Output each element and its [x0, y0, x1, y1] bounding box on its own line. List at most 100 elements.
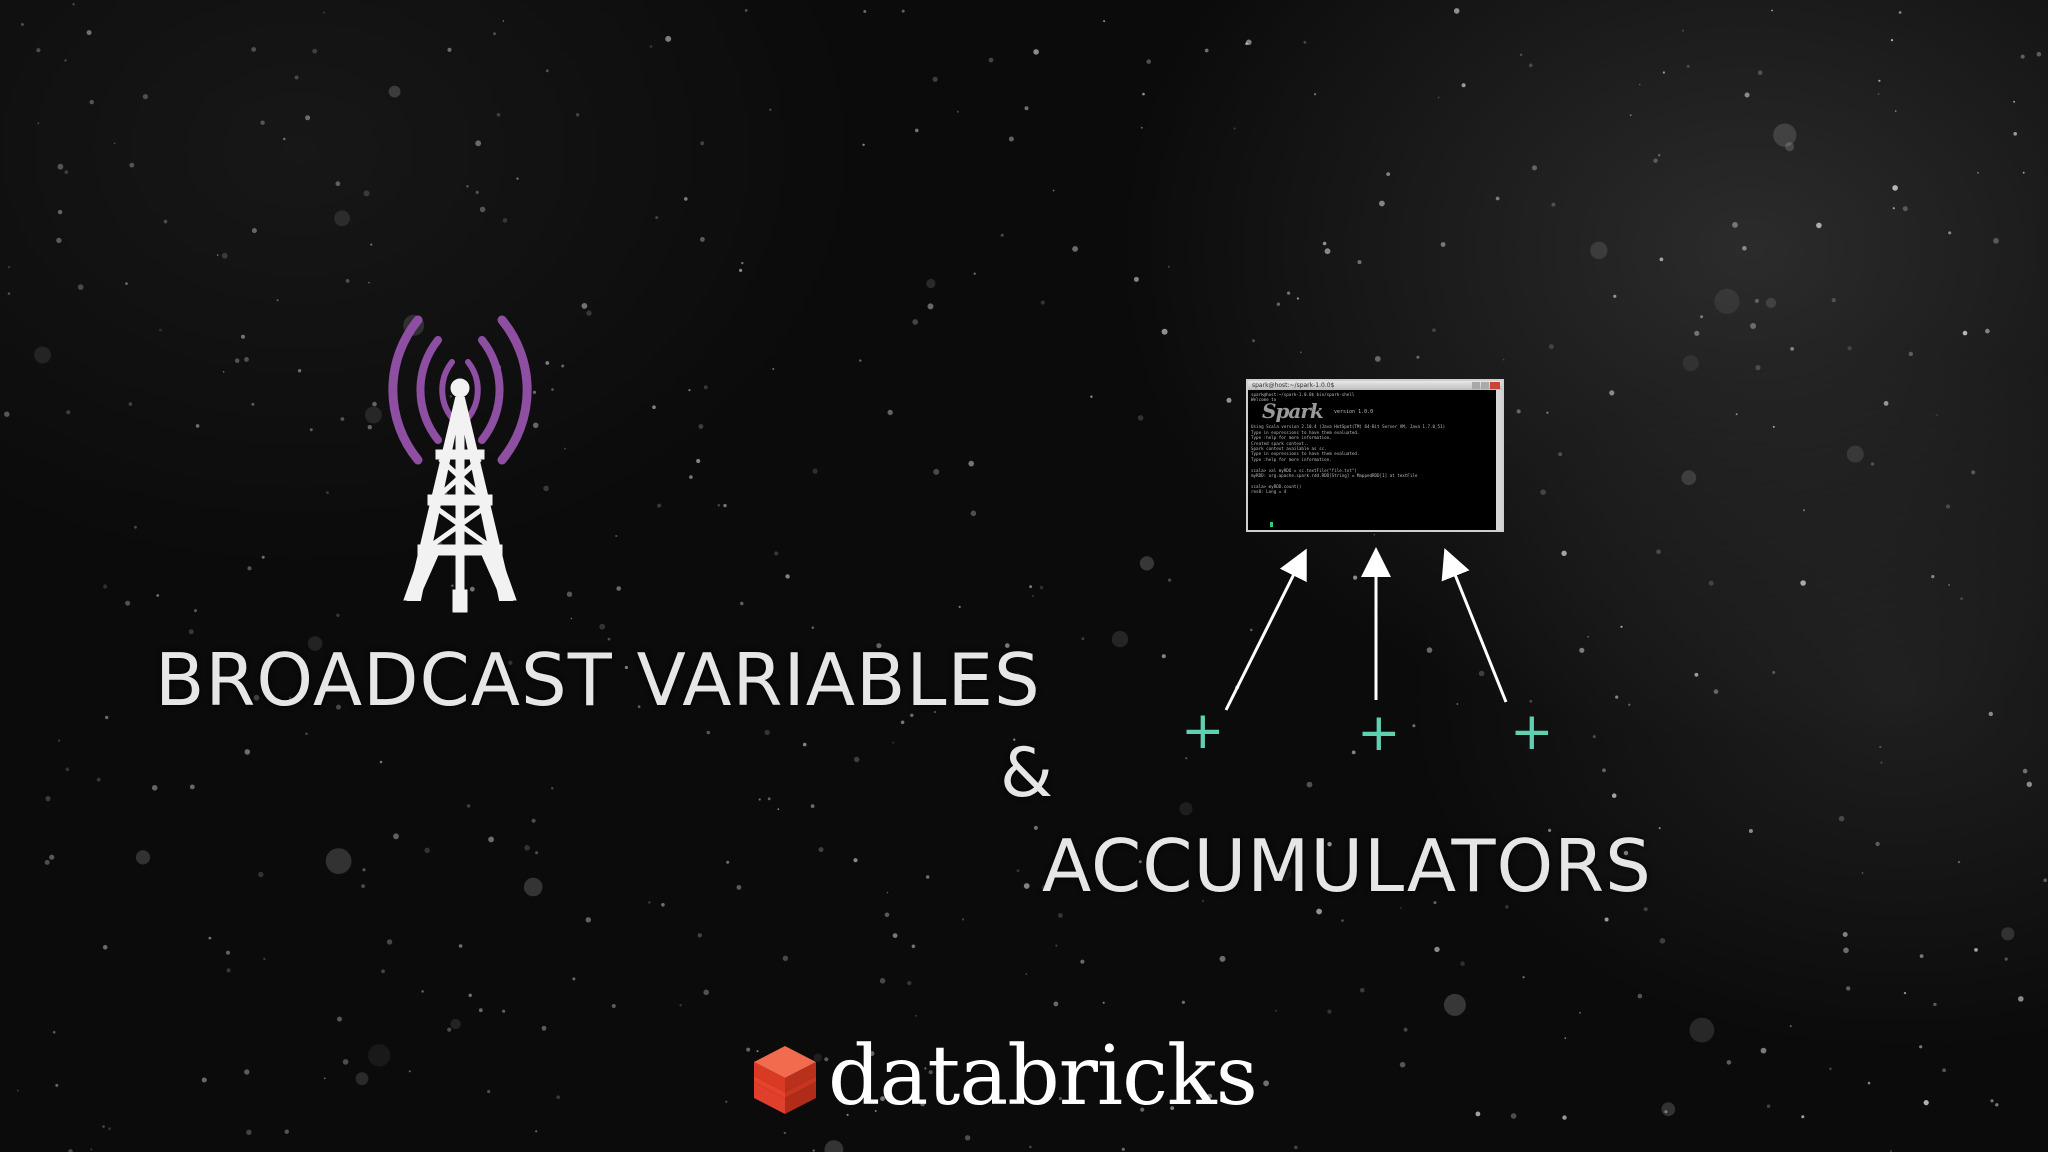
- dust-speckle: [1755, 365, 1761, 371]
- dust-speckle: [1443, 993, 1466, 1016]
- dust-speckle: [370, 243, 373, 246]
- dust-speckle: [531, 818, 536, 823]
- dust-speckle: [1662, 71, 1665, 74]
- dust-speckle: [1140, 126, 1143, 129]
- dust-speckle: [1032, 685, 1037, 690]
- dust-speckle: [1682, 29, 1684, 32]
- dust-speckle: [57, 209, 63, 215]
- dust-speckle: [234, 358, 240, 364]
- dust-speckle: [545, 69, 549, 73]
- dust-speckle: [1898, 11, 1902, 14]
- dust-speckle: [535, 851, 539, 855]
- dust-speckle: [284, 1129, 289, 1134]
- dust-speckle: [901, 9, 905, 13]
- dust-speckle: [698, 424, 704, 429]
- dust-speckle: [1303, 40, 1307, 44]
- dust-speckle: [1080, 959, 1085, 964]
- dust-speckle: [355, 1072, 369, 1086]
- dust-speckle: [1604, 917, 1609, 922]
- dust-speckle: [915, 1014, 918, 1017]
- dust-speckle: [1742, 246, 1747, 251]
- dust-speckle: [862, 143, 865, 146]
- dust-speckle: [113, 142, 116, 145]
- dust-speckle: [1890, 39, 1894, 42]
- dust-speckle: [934, 711, 936, 713]
- dust-speckle: [1111, 630, 1129, 648]
- dust-speckle: [312, 48, 318, 54]
- dust-speckle: [777, 808, 780, 811]
- dust-speckle: [811, 626, 814, 629]
- dust-speckle: [451, 584, 454, 587]
- dust-speckle: [1138, 860, 1142, 864]
- dust-speckle: [684, 197, 688, 201]
- dust-speckle: [2036, 51, 2042, 57]
- dust-speckle: [767, 797, 771, 801]
- dust-speckle: [1505, 905, 1509, 909]
- dust-speckle: [1316, 908, 1322, 915]
- dust-speckle: [1440, 242, 1446, 247]
- dust-speckle: [1081, 637, 1085, 641]
- dust-speckle: [1772, 425, 1775, 428]
- dust-speckle: [1327, 842, 1332, 847]
- dust-speckle: [475, 140, 482, 147]
- dust-speckle: [661, 903, 665, 907]
- dust-speckle: [1133, 276, 1139, 282]
- dust-speckle: [479, 206, 486, 213]
- dust-speckle: [1773, 123, 1797, 147]
- dust-speckle: [566, 591, 573, 597]
- dust-speckle: [1551, 202, 1556, 207]
- dust-speckle: [128, 402, 133, 406]
- dust-speckle: [717, 503, 721, 507]
- dust-speckle: [924, 1067, 927, 1070]
- dust-speckle: [1948, 231, 1952, 235]
- dust-speckle: [1579, 647, 1585, 653]
- dust-speckle: [226, 968, 231, 973]
- dust-speckle: [535, 1130, 538, 1133]
- dust-speckle: [163, 219, 168, 224]
- dust-speckle: [44, 859, 50, 865]
- dust-speckle: [1988, 711, 1994, 717]
- dust-speckle: [910, 713, 914, 717]
- dust-speckle: [1548, 344, 1554, 350]
- dust-speckle: [1659, 257, 1664, 262]
- dust-speckle: [388, 85, 401, 98]
- dust-speckle: [189, 784, 195, 790]
- dust-speckle: [1661, 1102, 1676, 1117]
- dust-speckle: [336, 704, 341, 710]
- dust-speckle: [782, 955, 789, 961]
- dust-speckle: [1353, 575, 1358, 580]
- dust-speckle: [679, 1003, 682, 1007]
- dust-speckle: [561, 364, 565, 368]
- dust-speckle: [1272, 863, 1292, 883]
- dust-speckle: [1592, 735, 1596, 739]
- dust-speckle: [886, 891, 889, 894]
- dust-speckle: [1933, 1002, 1937, 1007]
- terminal-window-icon: spark@host:~/spark-1.0.0$ spark@host:~/s…: [1246, 379, 1504, 532]
- dust-speckle: [367, 425, 372, 430]
- dust-speckle: [1623, 850, 1629, 856]
- dust-speckle: [892, 933, 898, 938]
- dust-speckle: [447, 47, 452, 52]
- dust-speckle: [1785, 142, 1795, 152]
- dust-speckle: [607, 637, 611, 641]
- dust-speckle: [1880, 761, 1883, 764]
- dust-speckle: [334, 210, 350, 227]
- dust-speckle: [502, 20, 505, 22]
- dust-speckle: [1772, 671, 1776, 674]
- dust-speckle: [746, 1047, 751, 1052]
- dust-speckle: [657, 503, 662, 508]
- dust-speckle: [294, 75, 299, 80]
- dust-speckle: [869, 1051, 875, 1056]
- dust-speckle: [1754, 298, 1759, 303]
- dust-speckle: [225, 950, 231, 955]
- dust-speckle: [502, 1009, 506, 1013]
- dust-speckle: [379, 760, 383, 764]
- dust-speckle: [572, 977, 576, 981]
- dust-speckle: [575, 113, 580, 117]
- dust-speckle: [611, 1004, 616, 1008]
- dust-speckle: [649, 45, 653, 48]
- dust-speckle: [251, 47, 257, 52]
- dust-speckle: [532, 390, 537, 394]
